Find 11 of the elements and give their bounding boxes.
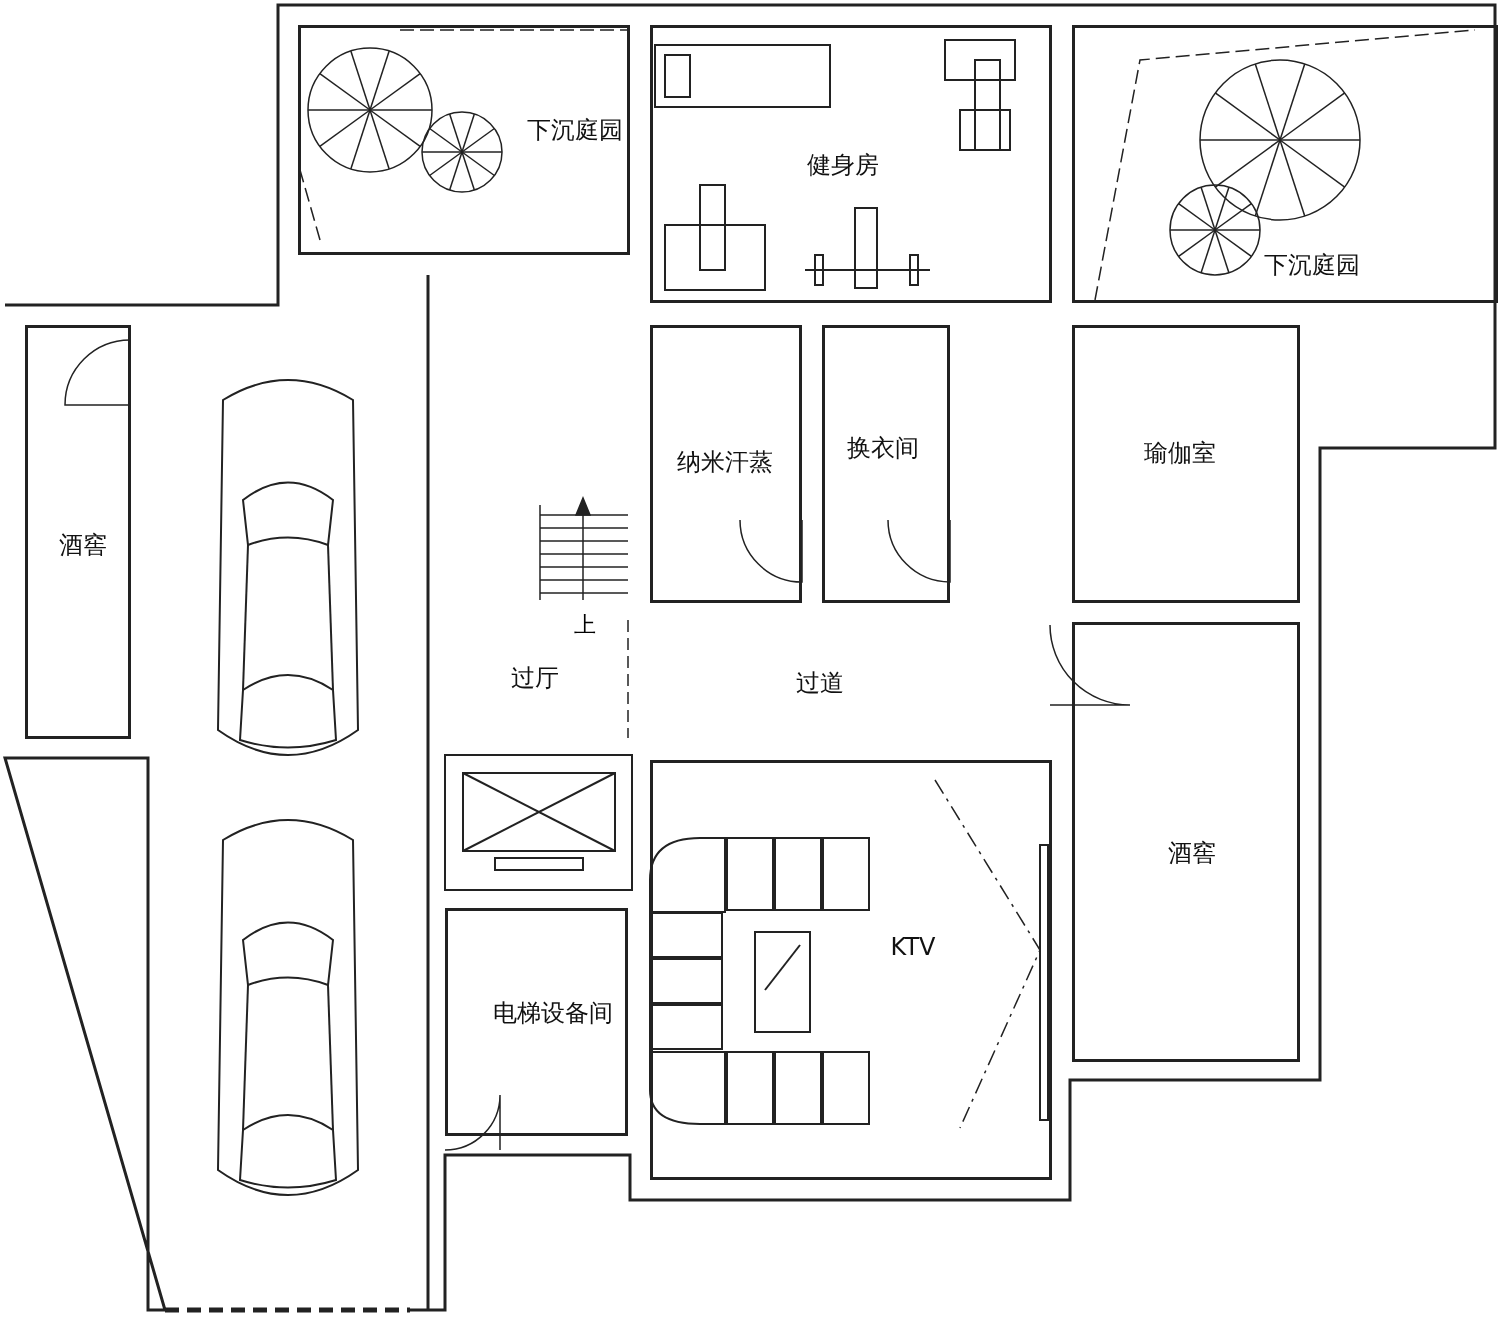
room-outline: [650, 760, 1052, 1180]
room-outline: [1072, 325, 1300, 603]
stair-direction-label: 上: [574, 611, 596, 639]
room-outline: [1072, 622, 1300, 1062]
room-outline: [25, 325, 131, 739]
room-outline: [650, 25, 1052, 303]
room-outline: [445, 908, 628, 1136]
room-outline: [822, 325, 950, 603]
room-outline: [1072, 25, 1498, 303]
room-outline: [650, 325, 802, 603]
room-outline: [298, 25, 630, 255]
